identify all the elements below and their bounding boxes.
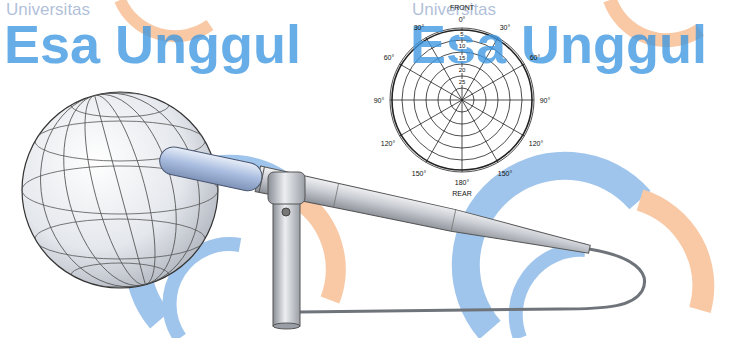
angle-label: 90°	[540, 97, 551, 104]
level-label: 20	[458, 67, 467, 73]
level-label: 5	[459, 31, 464, 37]
angle-label: 180°	[455, 179, 469, 186]
angle-label: 30°	[414, 24, 425, 31]
watermark-text: Esa Unggul	[4, 17, 301, 71]
angle-label: 60°	[384, 54, 395, 61]
angle-label: 150°	[498, 170, 512, 177]
angle-label: 90°	[374, 97, 385, 104]
angle-label: 30°	[500, 24, 511, 31]
watermark-text: Esa Unggul	[410, 17, 707, 71]
direction-label: REAR	[452, 190, 471, 197]
mic-clip	[268, 172, 305, 216]
pickup-sphere	[19, 75, 220, 305]
angle-label: 120°	[529, 140, 543, 147]
level-label: 25	[458, 79, 467, 85]
level-label: 15	[458, 55, 467, 61]
level-label: 10	[458, 43, 467, 49]
angle-label: 60°	[530, 54, 541, 61]
angle-label: 0°	[459, 16, 466, 23]
angle-label: 150°	[412, 170, 426, 177]
direction-label: FRONT	[450, 4, 474, 11]
microphone-body	[157, 144, 592, 263]
mic-cable	[300, 249, 645, 312]
mic-stand	[273, 196, 300, 329]
watermark-text: Universitas	[6, 1, 90, 18]
angle-label: 120°	[381, 140, 395, 147]
